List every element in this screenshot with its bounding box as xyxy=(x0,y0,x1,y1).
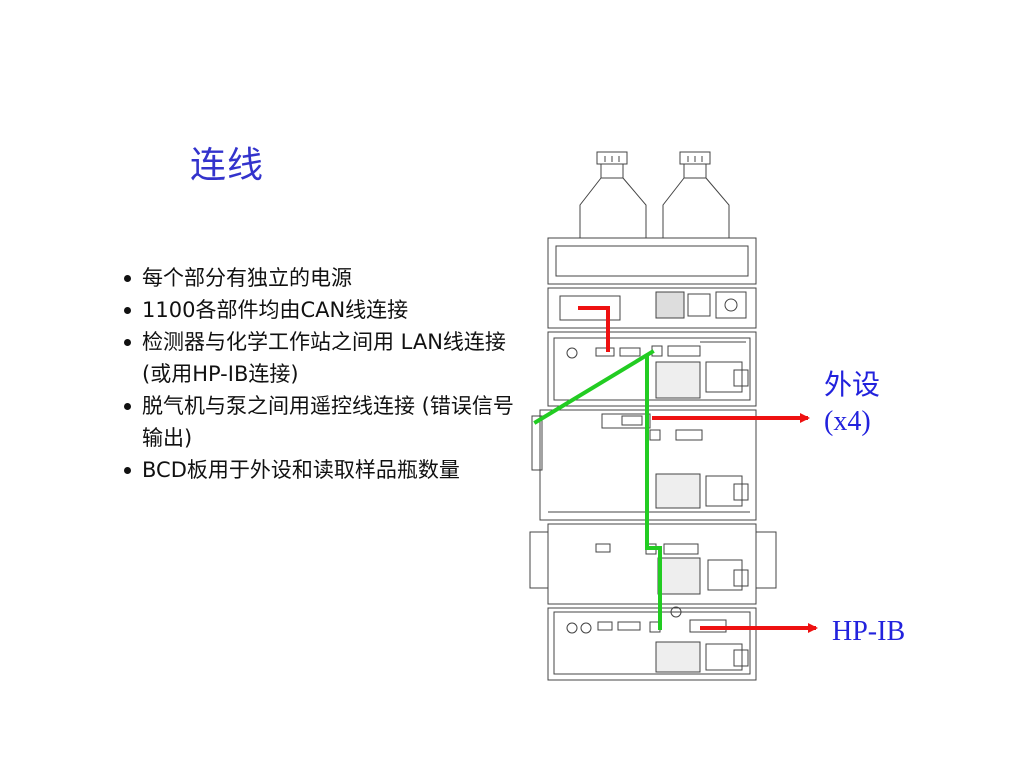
remote-cable xyxy=(578,306,610,352)
bullet-text: 脱气机与泵之间用遥控线连接 (错误信号输出) xyxy=(142,394,514,450)
bullet-dot-icon xyxy=(124,275,131,282)
bullet-item: 检测器与化学工作站之间用 LAN线连接 (或用HP-IB连接) xyxy=(120,326,515,390)
bullet-text: BCD板用于外设和读取样品瓶数量 xyxy=(142,458,460,482)
bullet-text: 1100各部件均由CAN线连接 xyxy=(142,298,409,322)
degasser-module xyxy=(547,287,757,329)
pump-module xyxy=(547,331,757,407)
bullet-item: 每个部分有独立的电源 xyxy=(120,262,515,294)
autosampler-module xyxy=(531,409,757,521)
bullet-dot-icon xyxy=(124,403,131,410)
bullet-item: 脱气机与泵之间用遥控线连接 (错误信号输出) xyxy=(120,390,515,454)
bullet-list: 每个部分有独立的电源 1100各部件均由CAN线连接 检测器与化学工作站之间用 … xyxy=(120,262,515,486)
peripheral-label: 外设 xyxy=(824,370,881,401)
slide-title: 连线 xyxy=(190,145,265,186)
bullet-text: 每个部分有独立的电源 xyxy=(142,266,352,290)
bullet-text: 检测器与化学工作站之间用 LAN线连接 (或用HP-IB连接) xyxy=(142,330,506,386)
bullet-item: 1100各部件均由CAN线连接 xyxy=(120,294,515,326)
hpib-label: HP-IB xyxy=(832,616,906,647)
solvent-bottle-icon xyxy=(662,151,730,239)
peripheral-annotation: 外设 (x4) xyxy=(824,368,880,440)
bullet-dot-icon xyxy=(124,307,131,314)
bullet-item: BCD板用于外设和读取样品瓶数量 xyxy=(120,454,515,486)
can-cable xyxy=(533,349,662,630)
detector-module xyxy=(547,606,757,681)
solvent-cabinet xyxy=(547,237,757,285)
solvent-bottle-icon xyxy=(579,151,647,239)
peripheral-count: (x4) xyxy=(824,406,871,437)
bullet-dot-icon xyxy=(124,339,131,346)
bullet-dot-icon xyxy=(124,467,131,474)
column-compartment-module xyxy=(529,523,777,605)
